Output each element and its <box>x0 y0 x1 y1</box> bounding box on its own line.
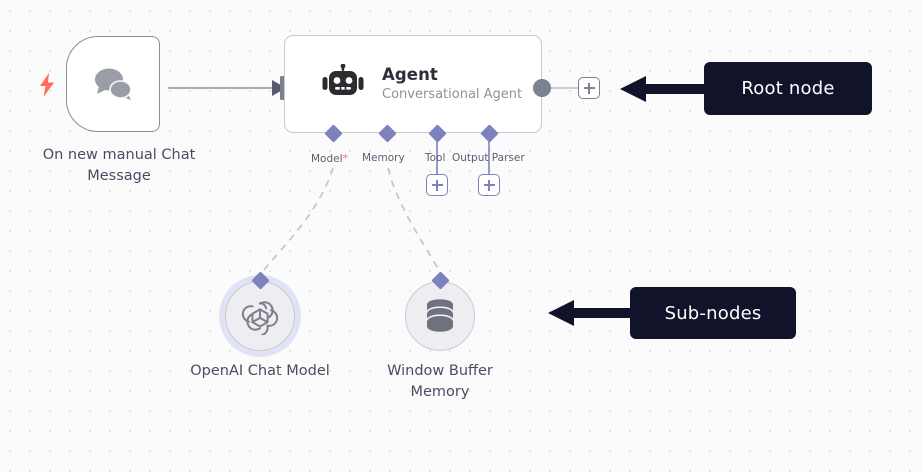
agent-title: Agent <box>382 64 438 84</box>
node-chat-trigger[interactable] <box>66 36 160 132</box>
node-window-buffer-memory[interactable] <box>405 281 475 351</box>
port-label-model-text: Model <box>311 153 343 165</box>
port-required-marker-model: * <box>342 152 349 165</box>
database-icon <box>426 299 454 332</box>
openai-logo-icon <box>241 301 279 335</box>
plus-vertical-bar <box>436 179 438 191</box>
root-node-callout-label: Root node <box>741 78 835 99</box>
plus-vertical-bar <box>488 179 490 191</box>
agent-output-endpoint[interactable] <box>533 79 551 97</box>
node-caption-openai-chat-model: OpenAI Chat Model <box>190 363 330 379</box>
agent-text-block: Agent Conversational Agent <box>382 65 522 104</box>
sub-nodes-callout-arrow <box>548 300 644 326</box>
add-output-parser-button[interactable] <box>478 174 500 196</box>
plus-vertical-bar <box>588 82 590 94</box>
add-tool-button[interactable] <box>426 174 448 196</box>
root-node-callout-arrow <box>620 76 716 102</box>
node-caption-window-buffer-memory: Window Buffer Memory <box>387 363 493 400</box>
node-caption-chat-trigger: On new manual Chat Message <box>42 147 196 184</box>
port-label-memory: Memory <box>362 152 405 164</box>
add-node-after-agent-button[interactable] <box>578 77 600 99</box>
node-agent[interactable]: Agent Conversational Agent <box>284 35 542 133</box>
edge-model-to-openai <box>261 167 334 273</box>
root-node-callout: Root node <box>704 62 872 115</box>
lightning-bolt-icon <box>40 73 54 97</box>
sub-nodes-callout-label: Sub-nodes <box>664 302 762 324</box>
port-label-model: Model* <box>311 152 348 166</box>
sub-nodes-callout: Sub-nodes <box>630 287 796 339</box>
agent-subtitle: Conversational Agent <box>382 86 523 102</box>
port-label-output-parser: Output Parser <box>452 152 525 164</box>
port-label-tool: Tool <box>425 152 446 164</box>
robot-icon <box>322 64 364 95</box>
node-openai-chat-model[interactable] <box>225 281 295 351</box>
chat-bubbles-icon <box>95 68 132 100</box>
